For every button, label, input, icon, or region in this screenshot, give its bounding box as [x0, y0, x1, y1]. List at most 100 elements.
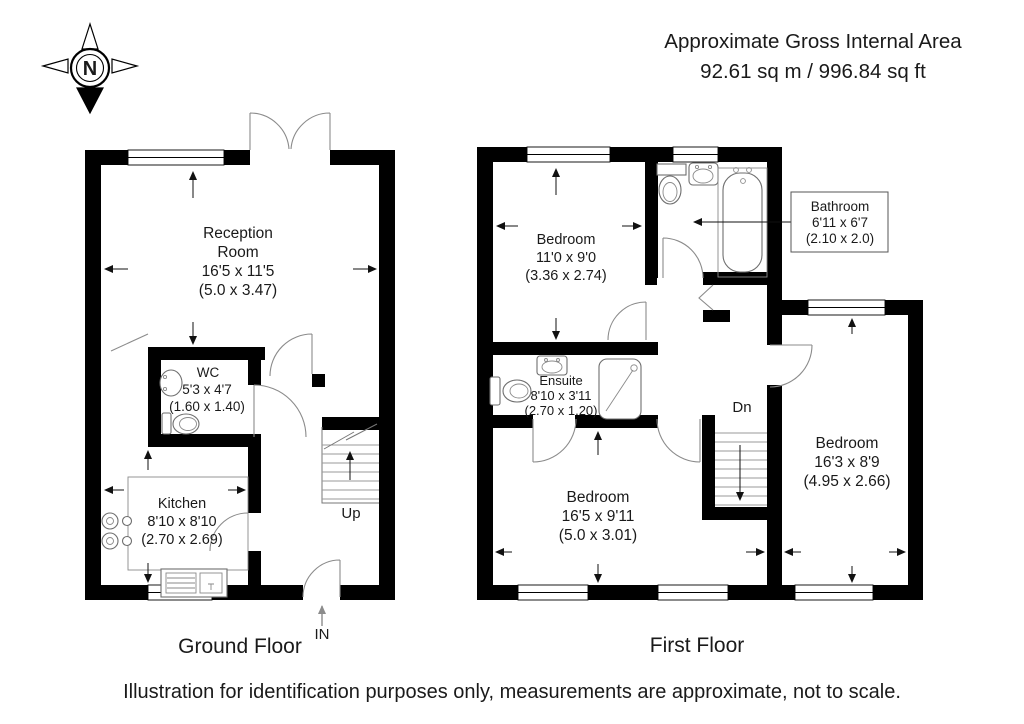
bedroom-side-dimensions-metric: (4.95 x 2.66): [803, 473, 890, 490]
stairs-up-label: Up: [341, 505, 360, 522]
wall-stub: [645, 272, 657, 285]
toilet-bowl-line: [509, 383, 529, 399]
stairs-outline: [321, 427, 379, 504]
sink-basin-line: [541, 360, 563, 374]
sink-drainer-lines: [167, 577, 195, 589]
ground-floor-title: Ground Floor: [178, 635, 302, 658]
wall-segment: [702, 415, 715, 520]
compass-west-point: [40, 58, 69, 74]
wall-stub: [703, 310, 730, 322]
tap-icon: [162, 386, 168, 392]
hob-burner-ring: [106, 517, 114, 525]
wall-segment: [645, 162, 658, 278]
kitchen-name: Kitchen: [158, 496, 206, 512]
wall-segment: [702, 507, 767, 520]
wc-basin-icon: [159, 369, 183, 397]
wall-segment: [322, 417, 380, 430]
shower-diagonal-line: [605, 369, 634, 412]
wall-segment: [477, 415, 533, 428]
ensuite-dimensions-metric: (2.70 x 1.20): [525, 403, 598, 418]
wall-segment: [767, 385, 782, 600]
bedroom-rear-dimensions-metric: (5.0 x 3.01): [559, 527, 637, 544]
sink-bowl: [199, 572, 223, 594]
passage-door-leaf: [110, 333, 149, 352]
reception-room-name-2: Room: [217, 244, 258, 261]
wc-dimensions-imperial: 5'3 x 4'7: [182, 382, 231, 397]
entrance-in-label: IN: [315, 626, 330, 643]
tap-icon: [162, 374, 168, 380]
wall-segment: [148, 347, 265, 360]
ground-exterior-walls: [85, 150, 395, 600]
sink-drainer: [165, 572, 197, 594]
bathroom-dimensions-metric: (2.10 x 2.0): [806, 231, 874, 246]
ground-dimension-arrows: [104, 171, 377, 583]
toilet-icon: [172, 413, 200, 435]
wall-segment: [148, 434, 261, 447]
wall-segment: [703, 272, 767, 285]
tap-icon: [707, 164, 713, 170]
bathroom-callout: Bathroom 6'11 x 6'7 (2.10 x 2.0): [790, 191, 889, 253]
wall-segment: [148, 347, 161, 447]
compass-east-point: [111, 58, 140, 74]
wall-segment: [477, 147, 493, 600]
entrance-opening: [303, 584, 340, 601]
bedroom-side-door: [769, 344, 813, 388]
sink-tap-icon: [208, 583, 214, 590]
wall-segment: [477, 342, 658, 355]
stairs-break-line: [323, 423, 378, 450]
hob-burner-ring: [106, 537, 114, 545]
bedroom-front-name: Bedroom: [537, 232, 596, 248]
compass-inner-circle: [75, 53, 105, 83]
ground-doors: [110, 112, 341, 598]
bedroom-front-dimensions-imperial: 11'0 x 9'0: [536, 250, 596, 266]
gross-internal-area-title: Approximate Gross Internal Area: [664, 30, 962, 53]
ensuite-dimensions-imperial: 8'10 x 3'11: [530, 388, 591, 403]
hob-burner-icon: [121, 515, 133, 527]
sink-basin-line: [692, 168, 714, 184]
first-doors: [532, 237, 813, 463]
toilet-bowl-line: [179, 417, 197, 431]
ensuite-name: Ensuite: [539, 373, 582, 388]
wall-segment: [248, 347, 261, 385]
tap-icon: [694, 164, 700, 170]
hob-burner-icon: [101, 512, 119, 530]
bedroom-rear-name: Bedroom: [567, 489, 630, 506]
stairs-down-label: Dn: [732, 399, 751, 416]
wall-segment: [85, 150, 101, 600]
bedroom-rear-door: [656, 418, 701, 463]
wall-segment: [85, 585, 395, 600]
ground-stairs: Up: [321, 423, 379, 522]
bathroom-dimensions-imperial: 6'11 x 6'7: [812, 215, 868, 230]
wc-door: [253, 384, 307, 438]
ground-room-labels: Reception Room 16'5 x 11'5 (5.0 x 3.47) …: [141, 225, 277, 548]
disclaimer-text: Illustration for identification purposes…: [123, 681, 901, 703]
ground-floor-plan: Up: [85, 112, 395, 658]
wall-stub: [312, 374, 325, 387]
toilet-bowl-line: [662, 182, 678, 202]
hob-burner-icon: [121, 535, 133, 547]
wall-segment: [248, 551, 261, 597]
toilet-cistern-icon: [656, 163, 687, 176]
bedroom-front-dimensions-metric: (3.36 x 2.74): [525, 268, 606, 284]
toilet-icon: [658, 175, 682, 205]
first-dimension-arrows: [495, 168, 906, 583]
first-floor-title: First Floor: [650, 634, 745, 657]
wall-segment: [379, 150, 395, 600]
first-room-labels: Bedroom 11'0 x 9'0 (3.36 x 2.74) Ensuite…: [525, 232, 891, 544]
bathroom-label-box: [790, 191, 889, 253]
stairs-treads: [715, 432, 767, 506]
kitchen-door: [209, 512, 249, 552]
first-interior-walls: [477, 162, 767, 520]
compass-south-point: [76, 87, 104, 115]
wall-segment: [477, 147, 782, 162]
first-stairs: Dn: [715, 399, 767, 506]
bathroom-fixtures: [656, 162, 768, 278]
bedroom-rear-dimensions-imperial: 16'5 x 9'11: [562, 508, 635, 525]
hall-door: [269, 333, 313, 377]
bath-drain-icon: [740, 178, 746, 184]
kitchen-dimensions-imperial: 8'10 x 8'10: [147, 514, 216, 530]
header: Approximate Gross Internal Area 92.61 sq…: [664, 30, 962, 83]
compass-rose: N: [40, 22, 140, 115]
